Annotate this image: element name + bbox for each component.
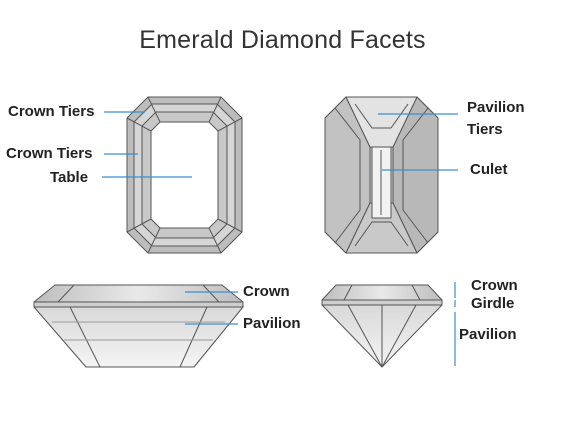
pavilion-tier-line xyxy=(334,107,361,244)
pavilion-tier-line xyxy=(354,221,409,247)
side-facet-line xyxy=(69,306,101,368)
side-facet-line xyxy=(202,284,220,303)
profile-facet-line xyxy=(343,284,353,301)
leader-lines xyxy=(102,111,458,366)
label-crown-side: Crown xyxy=(243,283,290,300)
pavilion-bottom-view xyxy=(324,96,439,254)
profile-facet-line xyxy=(381,304,417,368)
label-crown-tiers-mid: Crown Tiers xyxy=(6,145,93,162)
profile-facet-line xyxy=(347,304,383,368)
side-facet-line xyxy=(179,306,208,368)
label-pavilion-side: Pavilion xyxy=(243,315,301,332)
side-view-profile xyxy=(321,284,443,368)
label-pavilion-tiers: Pavilion Tiers xyxy=(467,99,525,138)
crown-corner-line xyxy=(217,218,243,233)
side-facet-line xyxy=(57,284,75,303)
crown-corner-line xyxy=(208,96,222,123)
label-table: Table xyxy=(50,169,89,186)
crown-corner-line xyxy=(126,218,152,233)
label-crown-profile: Crown xyxy=(471,277,518,294)
side-girdle-band xyxy=(33,301,244,308)
label-crown-tiers-top: Crown Tiers xyxy=(8,103,95,120)
pavilion-top-facet xyxy=(345,96,418,148)
pavilion-tier-line xyxy=(402,107,429,244)
crown-corner-line xyxy=(147,96,161,123)
crown-table-facet xyxy=(150,121,219,229)
label-culet: Culet xyxy=(470,161,508,178)
side-view-long xyxy=(33,284,244,368)
pavilion-bottom-facet xyxy=(345,202,418,254)
crown-corner-line xyxy=(217,117,243,132)
label-girdle-profile: Girdle xyxy=(471,295,515,312)
crown-corner-line xyxy=(147,227,161,254)
side-pavilion-body xyxy=(33,306,244,368)
label-pavilion-profile: Pavilion xyxy=(459,326,517,343)
profile-girdle xyxy=(321,299,443,306)
pavilion-tier-line xyxy=(354,103,409,129)
crown-corner-line xyxy=(126,117,152,132)
profile-crown xyxy=(321,284,443,301)
diagram-title: Emerald Diamond Facets xyxy=(139,26,426,54)
profile-facet-line xyxy=(411,284,421,301)
crown-corner-line xyxy=(208,227,222,254)
crown-top-view xyxy=(126,96,243,254)
